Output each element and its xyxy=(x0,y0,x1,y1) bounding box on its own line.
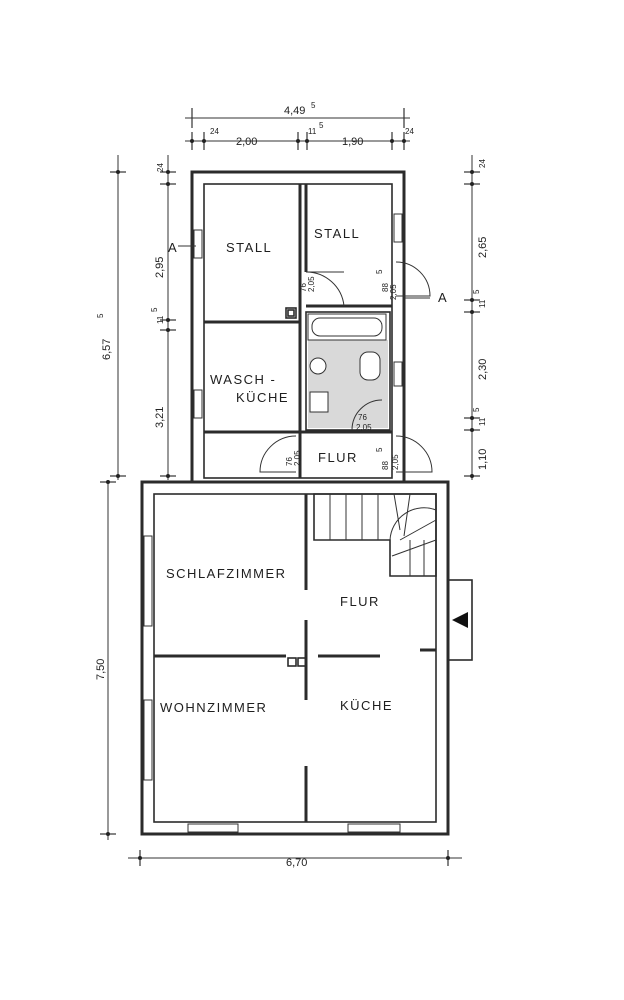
svg-text:A: A xyxy=(168,240,178,255)
bathtub xyxy=(311,317,383,337)
svg-text:76: 76 xyxy=(285,457,294,466)
room-schlafzimmer: SCHLAFZIMMER xyxy=(166,566,287,581)
window-bottom-right xyxy=(347,823,401,833)
room-stall-right: STALL xyxy=(314,226,360,241)
right-dimension-chain: 24 2,65 11 5 2,30 11 5 1,10 xyxy=(464,155,489,480)
dim-right-265: 2,65 xyxy=(477,237,489,258)
dim-top-24-right: 24 xyxy=(405,127,414,136)
window-wohnzimmer xyxy=(143,699,153,781)
dim-left-657: 6,57 xyxy=(101,339,113,360)
dim-top-190: 1,90 xyxy=(342,136,363,148)
door-flur-left xyxy=(259,435,297,473)
left-dimension-chain: 6,57 5 24 2,95 11 5 3,21 7,50 xyxy=(95,155,176,840)
room-wohnzimmer: WOHNZIMMER xyxy=(160,700,267,715)
room-flur-small: FLUR xyxy=(318,450,358,465)
svg-text:88: 88 xyxy=(381,283,390,292)
dim-left-295: 2,95 xyxy=(154,257,166,278)
svg-text:76: 76 xyxy=(299,283,308,292)
section-mark-left: A xyxy=(168,240,196,255)
dim-top-total: 4,49 xyxy=(284,105,305,117)
svg-text:5: 5 xyxy=(375,269,384,274)
entrance-arrow-icon xyxy=(452,612,468,628)
dim-right-230: 2,30 xyxy=(477,359,489,380)
dim-left-24: 24 xyxy=(156,163,165,172)
window-bath xyxy=(393,361,403,387)
dim-right-110: 1,10 xyxy=(477,449,489,470)
section-mark-right: A xyxy=(404,290,448,305)
svg-text:2,05: 2,05 xyxy=(389,284,398,300)
svg-text:2,05: 2,05 xyxy=(293,450,302,466)
dim-right-11b: 11 xyxy=(478,417,487,426)
annex-walls xyxy=(190,170,406,484)
svg-text:2,05: 2,05 xyxy=(391,454,400,470)
dim-right-11b-sup: 5 xyxy=(472,407,481,412)
main-house-walls xyxy=(140,480,450,836)
door-outside-stall xyxy=(395,261,431,297)
window-waschkueche xyxy=(193,389,203,419)
svg-text:88: 88 xyxy=(381,461,390,470)
dim-top-11-sup: 5 xyxy=(319,121,324,130)
door-stall xyxy=(305,271,345,307)
dim-top-total-sup: 5 xyxy=(311,101,316,110)
door-labels: 2,05 76 88 5 2,05 76 2,05 76 2,05 88 5 2… xyxy=(285,269,400,470)
svg-text:A: A xyxy=(438,290,448,305)
svg-text:2,05: 2,05 xyxy=(356,423,372,432)
dim-top-200: 2,00 xyxy=(236,136,257,148)
door-bath xyxy=(351,399,383,431)
svg-text:2,05: 2,05 xyxy=(307,276,316,292)
window-stall-right xyxy=(393,213,403,243)
dim-right-24: 24 xyxy=(478,159,487,168)
svg-text:5: 5 xyxy=(375,447,384,452)
dim-left-750: 7,50 xyxy=(95,659,107,680)
washbasin xyxy=(309,391,329,413)
entrance xyxy=(447,579,473,661)
top-dimension-chain: 4,49 5 24 2,00 11 5 1,90 24 xyxy=(185,101,414,150)
toilet xyxy=(359,351,381,381)
dim-left-321: 3,21 xyxy=(154,407,166,428)
room-stall-left: STALL xyxy=(226,240,272,255)
dim-left-11-sup: 5 xyxy=(150,307,159,312)
dim-right-11: 11 xyxy=(478,299,487,308)
dim-right-11-sup: 5 xyxy=(472,289,481,294)
room-flur-main: FLUR xyxy=(340,594,380,609)
dim-bottom-670: 6,70 xyxy=(286,857,307,869)
room-waschkueche-line2: KÜCHE xyxy=(236,390,289,405)
window-stall-left xyxy=(193,229,203,259)
floor-drain xyxy=(309,357,327,375)
dim-top-11: 11 xyxy=(308,127,317,136)
room-waschkueche-line1: WASCH - xyxy=(210,372,276,387)
svg-text:76: 76 xyxy=(358,413,367,422)
bathroom-tiles xyxy=(307,313,388,428)
room-kueche: KÜCHE xyxy=(340,698,393,713)
door-flur-right xyxy=(395,435,433,473)
dim-left-657-sup: 5 xyxy=(96,313,105,318)
dim-left-11: 11 xyxy=(156,315,165,324)
staircase xyxy=(313,493,437,577)
dim-top-24-left: 24 xyxy=(210,127,219,136)
window-bottom-left xyxy=(187,823,239,833)
bottom-dimension-chain: 6,70 xyxy=(128,850,462,869)
window-schlafzimmer xyxy=(143,535,153,627)
